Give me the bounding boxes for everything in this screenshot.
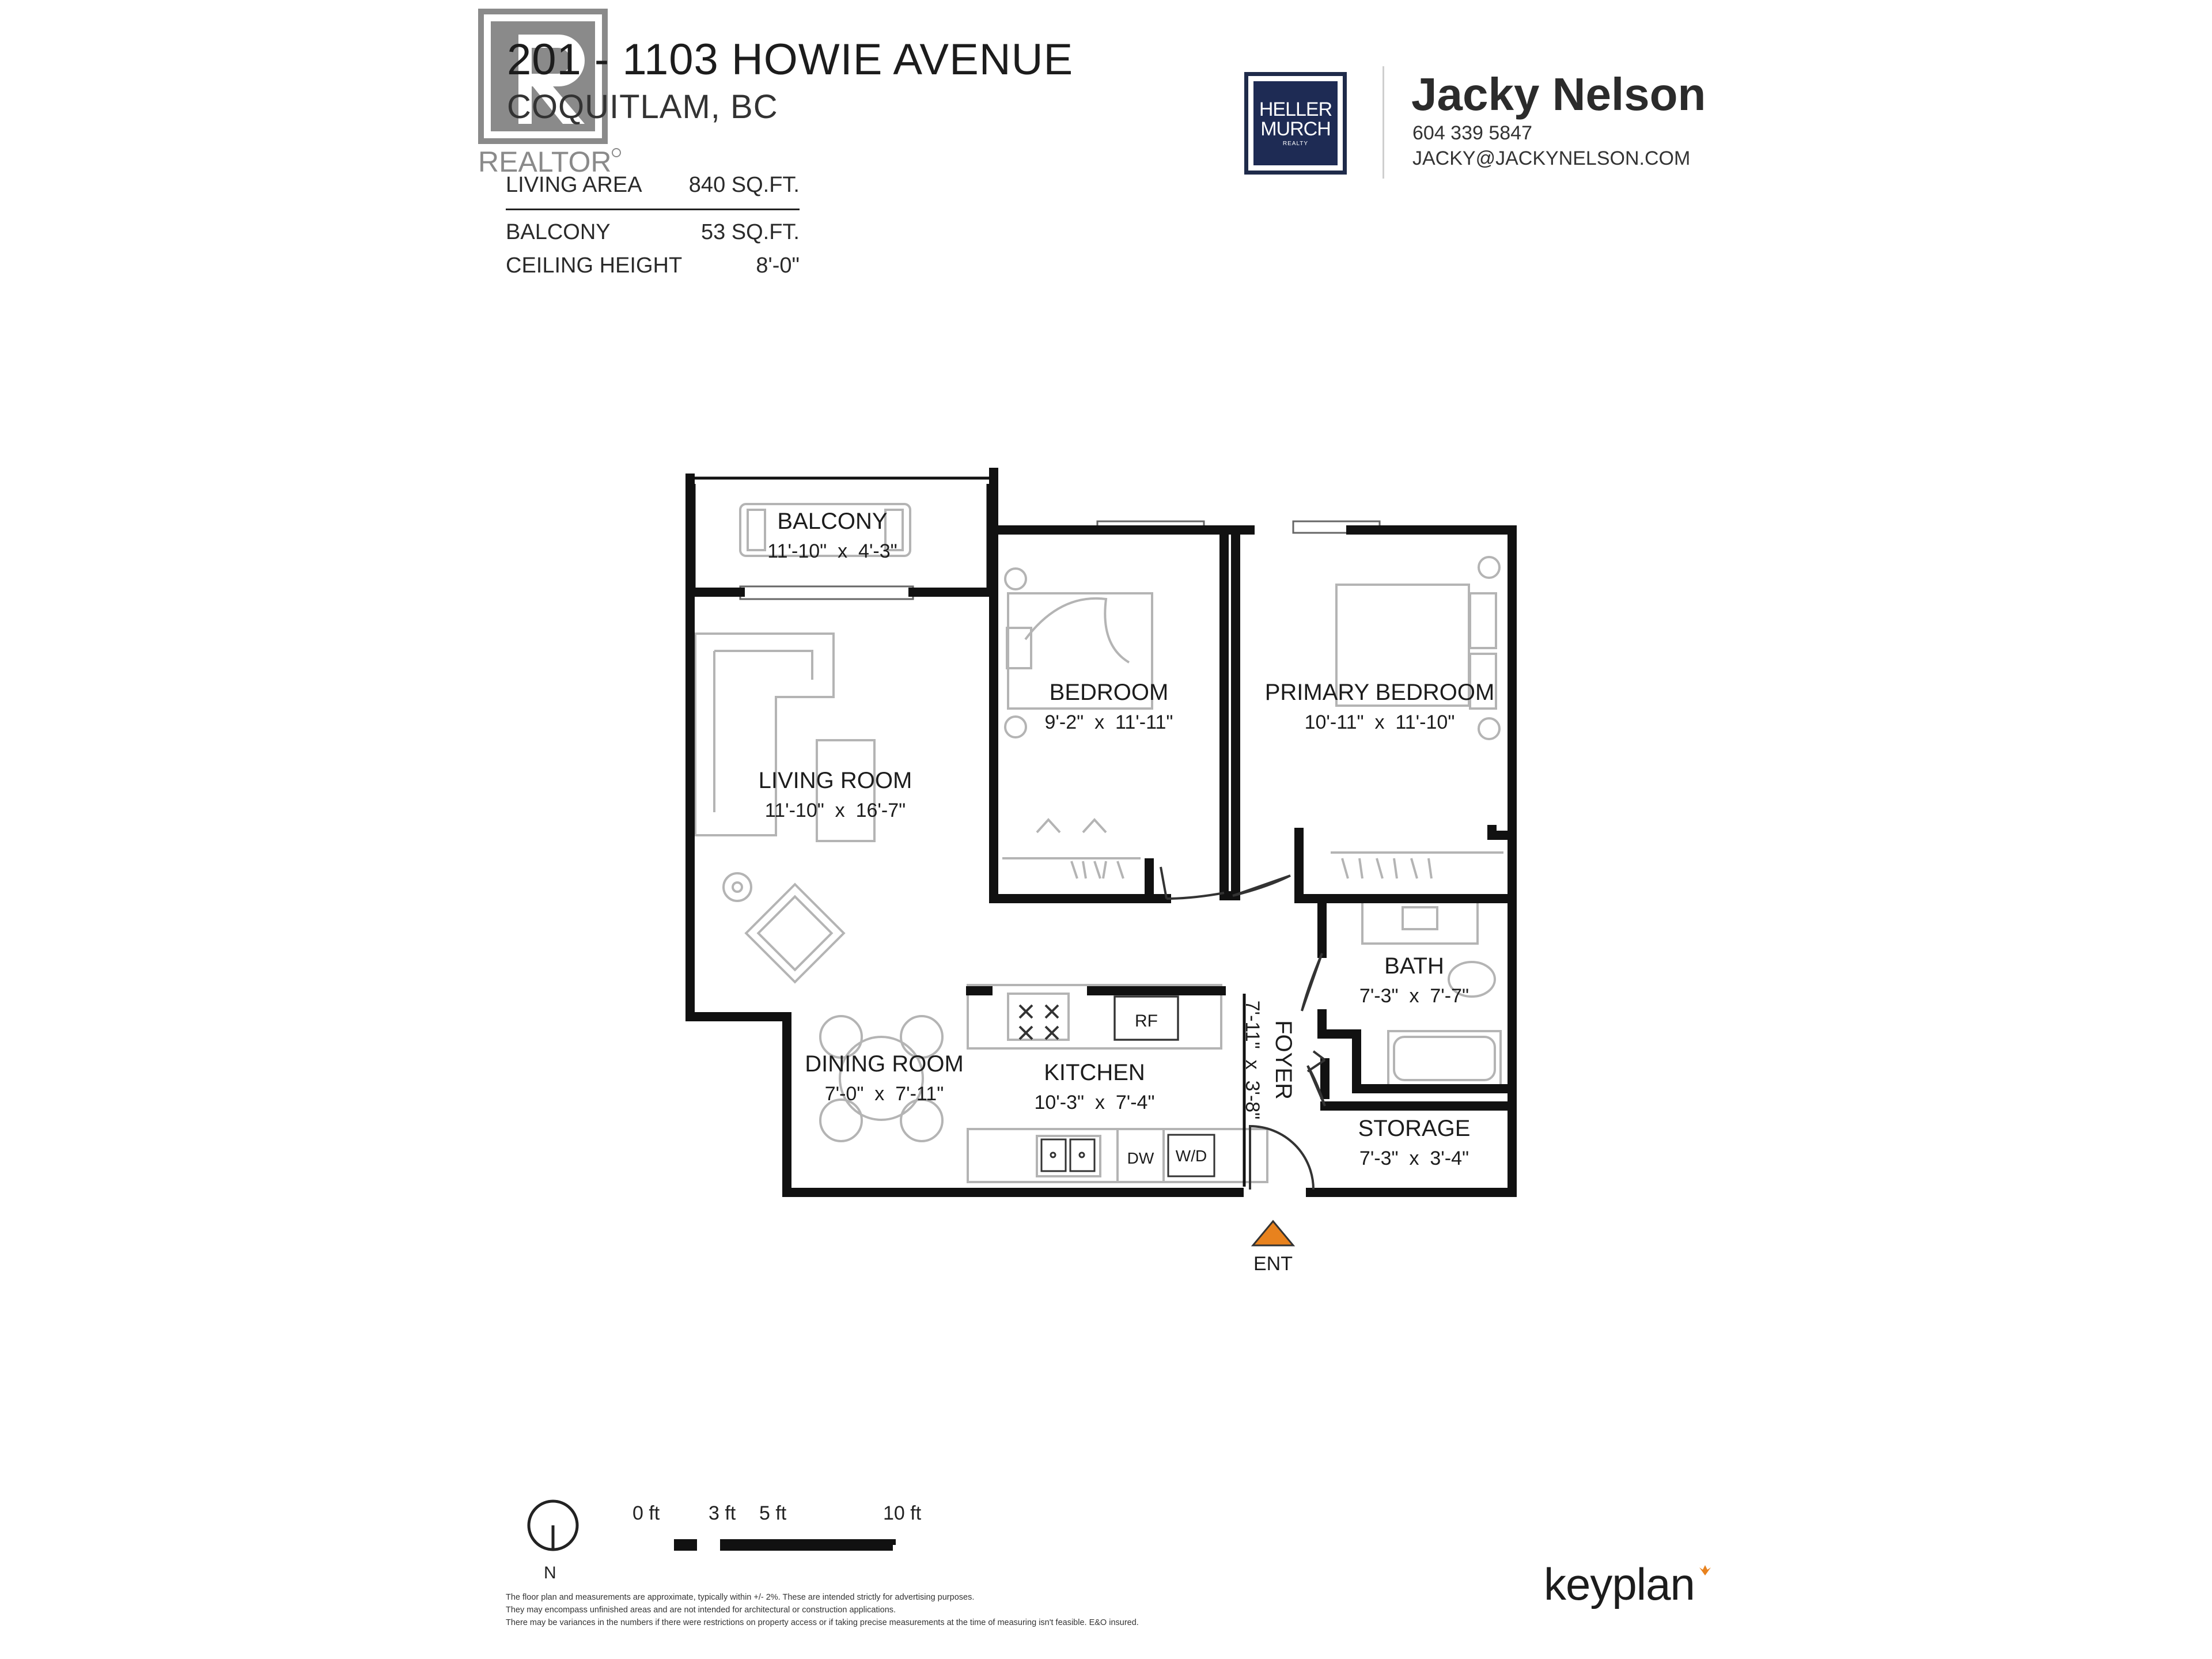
north-arrow-icon <box>527 1499 579 1551</box>
appliance-labels: RF DW W/D <box>1113 995 1215 1177</box>
brokerage-logo-line3: REALTY <box>1282 141 1309 147</box>
room-label-kitchen: KITCHEN 10'-3" x 7'-4" <box>1034 1060 1154 1113</box>
spec-value: 53 SQ.FT. <box>700 220 800 244</box>
spec-value: 8'-0" <box>756 253 800 278</box>
room-label-foyer: FOYER 7'-11" x 3'-8" <box>1241 1001 1296 1120</box>
realtor-logo: REALTOR <box>478 9 621 178</box>
room-name: BATH <box>1384 953 1444 979</box>
room-name: LIVING ROOM <box>759 768 912 793</box>
entrance-label: ENT <box>1253 1253 1293 1275</box>
room-name: BEDROOM <box>1050 680 1169 705</box>
brokerage-logo: HELLER MURCH REALTY <box>1244 72 1347 175</box>
room-label-living-room: LIVING ROOM 11'-10" x 16'-7" <box>759 768 912 821</box>
walls <box>685 468 1517 1197</box>
room-dims: 7'-3" x 3'-4" <box>1359 1147 1469 1169</box>
room-dims: 11'-10" x 4'-3" <box>767 540 897 562</box>
scale-label-3: 3 ft <box>709 1502 736 1524</box>
disclaimer-line: There may be variances in the numbers if… <box>506 1618 1139 1627</box>
room-dims: 7'-11" x 3'-8" <box>1241 1001 1263 1120</box>
brokerage-logo-line2: MURCH <box>1260 118 1331 140</box>
washer-dryer-label: W/D <box>1176 1147 1207 1165</box>
cooktop <box>1018 1004 1059 1040</box>
room-dims: 7'-3" x 7'-7" <box>1359 985 1469 1007</box>
kitchen-sink <box>1040 1138 1096 1172</box>
spec-value: 840 SQ.FT. <box>688 173 800 197</box>
disclaimer-line: They may encompass unfinished areas and … <box>506 1605 896 1615</box>
property-address: 201 - 1103 HOWIE AVENUE <box>507 35 1074 84</box>
thin-walls <box>690 476 1246 1187</box>
room-dims: 11'-10" x 16'-7" <box>765 800 906 821</box>
room-name: BALCONY <box>777 509 887 534</box>
agent-email: JACKY@JACKYNELSON.COM <box>1412 147 1691 169</box>
room-label-dining-room: DINING ROOM 7'-0" x 7'-11" <box>805 1051 964 1105</box>
room-name: DINING ROOM <box>805 1051 964 1077</box>
furniture <box>694 503 1503 1183</box>
room-dims: 7'-0" x 7'-11" <box>825 1083 944 1105</box>
spec-label: LIVING AREA <box>506 173 642 197</box>
room-label-bath: BATH 7'-3" x 7'-7" <box>1359 953 1469 1007</box>
keyplan-logo: keyplan <box>1544 1559 1695 1609</box>
scale-label-10: 10 ft <box>883 1502 922 1524</box>
entrance-marker-icon <box>1251 1219 1296 1247</box>
agent-name: Jacky Nelson <box>1411 69 1706 120</box>
room-name: KITCHEN <box>1044 1060 1145 1085</box>
room-label-balcony: BALCONY 11'-10" x 4'-3" <box>767 509 897 562</box>
spec-label: BALCONY <box>506 220 611 244</box>
door-swings <box>1160 866 1326 1190</box>
room-label-storage: STORAGE 7'-3" x 3'-4" <box>1358 1116 1471 1169</box>
room-label-bedroom: BEDROOM 9'-2" x 11'-11" <box>1045 680 1173 733</box>
spec-ceiling-height: CEILING HEIGHT 8'-0" <box>506 253 800 278</box>
scale-label-0: 0 ft <box>632 1502 660 1524</box>
brokerage-logo-line1: HELLER <box>1259 99 1332 120</box>
room-dims: 9'-2" x 11'-11" <box>1045 711 1173 733</box>
realtor-logo-text: REALTOR <box>478 146 612 178</box>
room-name: FOYER <box>1271 1020 1296 1100</box>
header-divider <box>1382 66 1384 179</box>
property-city: COQUITLAM, BC <box>507 88 778 126</box>
room-name: PRIMARY BEDROOM <box>1265 680 1495 705</box>
room-dims: 10'-11" x 11'-10" <box>1305 711 1455 733</box>
spec-label: CEILING HEIGHT <box>506 253 683 278</box>
scale-label-5: 5 ft <box>759 1502 787 1524</box>
room-name: STORAGE <box>1358 1116 1471 1141</box>
disclaimer-line: The floor plan and measurements are appr… <box>506 1593 975 1602</box>
spec-divider <box>506 209 800 210</box>
agent-phone: 604 339 5847 <box>1412 122 1532 144</box>
spec-balcony: BALCONY 53 SQ.FT. <box>506 220 800 245</box>
fridge-label: RF <box>1135 1012 1158 1031</box>
scale-bar <box>651 1539 896 1551</box>
keyplan-mark-icon <box>1699 1565 1711 1575</box>
dishwasher-label: DW <box>1127 1149 1154 1167</box>
north-label: N <box>544 1563 556 1582</box>
spec-living-area: LIVING AREA 840 SQ.FT. <box>506 173 800 198</box>
room-label-primary-bedroom: PRIMARY BEDROOM 10'-11" x 11'-10" <box>1265 680 1495 733</box>
room-dims: 10'-3" x 7'-4" <box>1034 1092 1154 1113</box>
